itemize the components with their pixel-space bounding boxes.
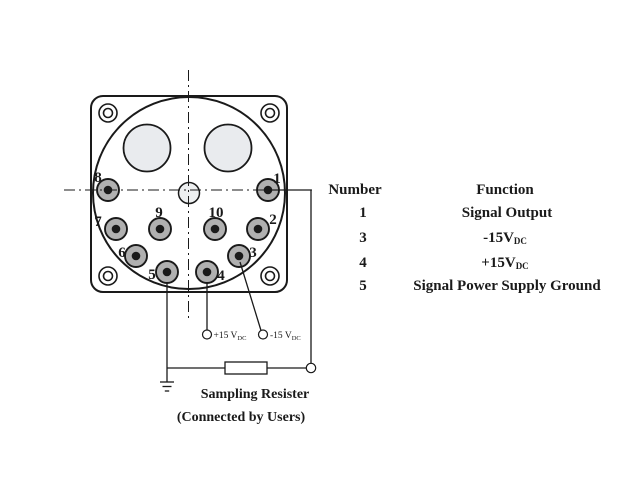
pin-4 bbox=[195, 260, 219, 284]
pin-label-9: 9 bbox=[155, 205, 163, 221]
table-cell-number: 3 bbox=[359, 230, 367, 246]
pin-5 bbox=[155, 260, 179, 284]
caption-sampling-resistor: Sampling Resister bbox=[201, 387, 310, 402]
guide-hole-right bbox=[203, 123, 253, 173]
minus15-label: -15 VDC bbox=[270, 331, 301, 342]
table-cell-function: Signal Power Supply Ground bbox=[413, 278, 601, 294]
pin-9 bbox=[148, 217, 172, 241]
wire-pin3-minus15 bbox=[239, 261, 262, 331]
pin-10 bbox=[203, 217, 227, 241]
table-header-function: Function bbox=[476, 182, 534, 198]
table-cell-function: -15VDC bbox=[483, 230, 527, 246]
table-row: 3 -15VDC bbox=[359, 230, 527, 246]
table-cell-number: 4 bbox=[359, 255, 367, 271]
terminal-minus15 bbox=[257, 329, 269, 340]
ground-symbol bbox=[160, 368, 174, 392]
pin-label-8: 8 bbox=[94, 170, 102, 186]
pin-2 bbox=[246, 217, 270, 241]
table-cell-function: Signal Output bbox=[462, 205, 552, 221]
screw-hole-top-left bbox=[98, 103, 118, 123]
terminal-plus15 bbox=[201, 329, 213, 340]
pin-function-table: Number Function 1 Signal Output 3 -15VDC… bbox=[328, 182, 601, 294]
screw-hole-bottom-right bbox=[260, 266, 280, 286]
sampling-resistor-symbol bbox=[224, 361, 268, 375]
plus15-label: +15 VDC bbox=[214, 331, 247, 342]
terminal-signal-output bbox=[305, 362, 317, 374]
pin-label-3: 3 bbox=[249, 245, 257, 261]
pin-label-2: 2 bbox=[269, 212, 277, 228]
table-cell-number: 1 bbox=[359, 205, 367, 221]
table-header-number: Number bbox=[328, 182, 382, 198]
pin-label-10: 10 bbox=[209, 205, 224, 221]
table-row: 1 Signal Output bbox=[359, 205, 552, 221]
caption-connected-by-users: (Connected by Users) bbox=[177, 410, 306, 425]
guide-hole-left bbox=[122, 123, 172, 173]
table-cell-function: +15VDC bbox=[481, 255, 528, 271]
pin-6 bbox=[124, 244, 148, 268]
screw-hole-bottom-left bbox=[98, 266, 118, 286]
table-row: 4 +15VDC bbox=[359, 255, 528, 271]
table-cell-number: 5 bbox=[359, 278, 367, 294]
table-row: 5 Signal Power Supply Ground bbox=[359, 278, 601, 294]
screw-hole-top-right bbox=[260, 103, 280, 123]
pin-label-4: 4 bbox=[217, 268, 225, 284]
pin-label-7: 7 bbox=[94, 214, 102, 230]
pin-label-1: 1 bbox=[273, 171, 281, 187]
pin-label-6: 6 bbox=[118, 245, 126, 261]
pin-label-5: 5 bbox=[148, 267, 156, 283]
pin-7 bbox=[104, 217, 128, 241]
pin-3 bbox=[227, 244, 251, 268]
